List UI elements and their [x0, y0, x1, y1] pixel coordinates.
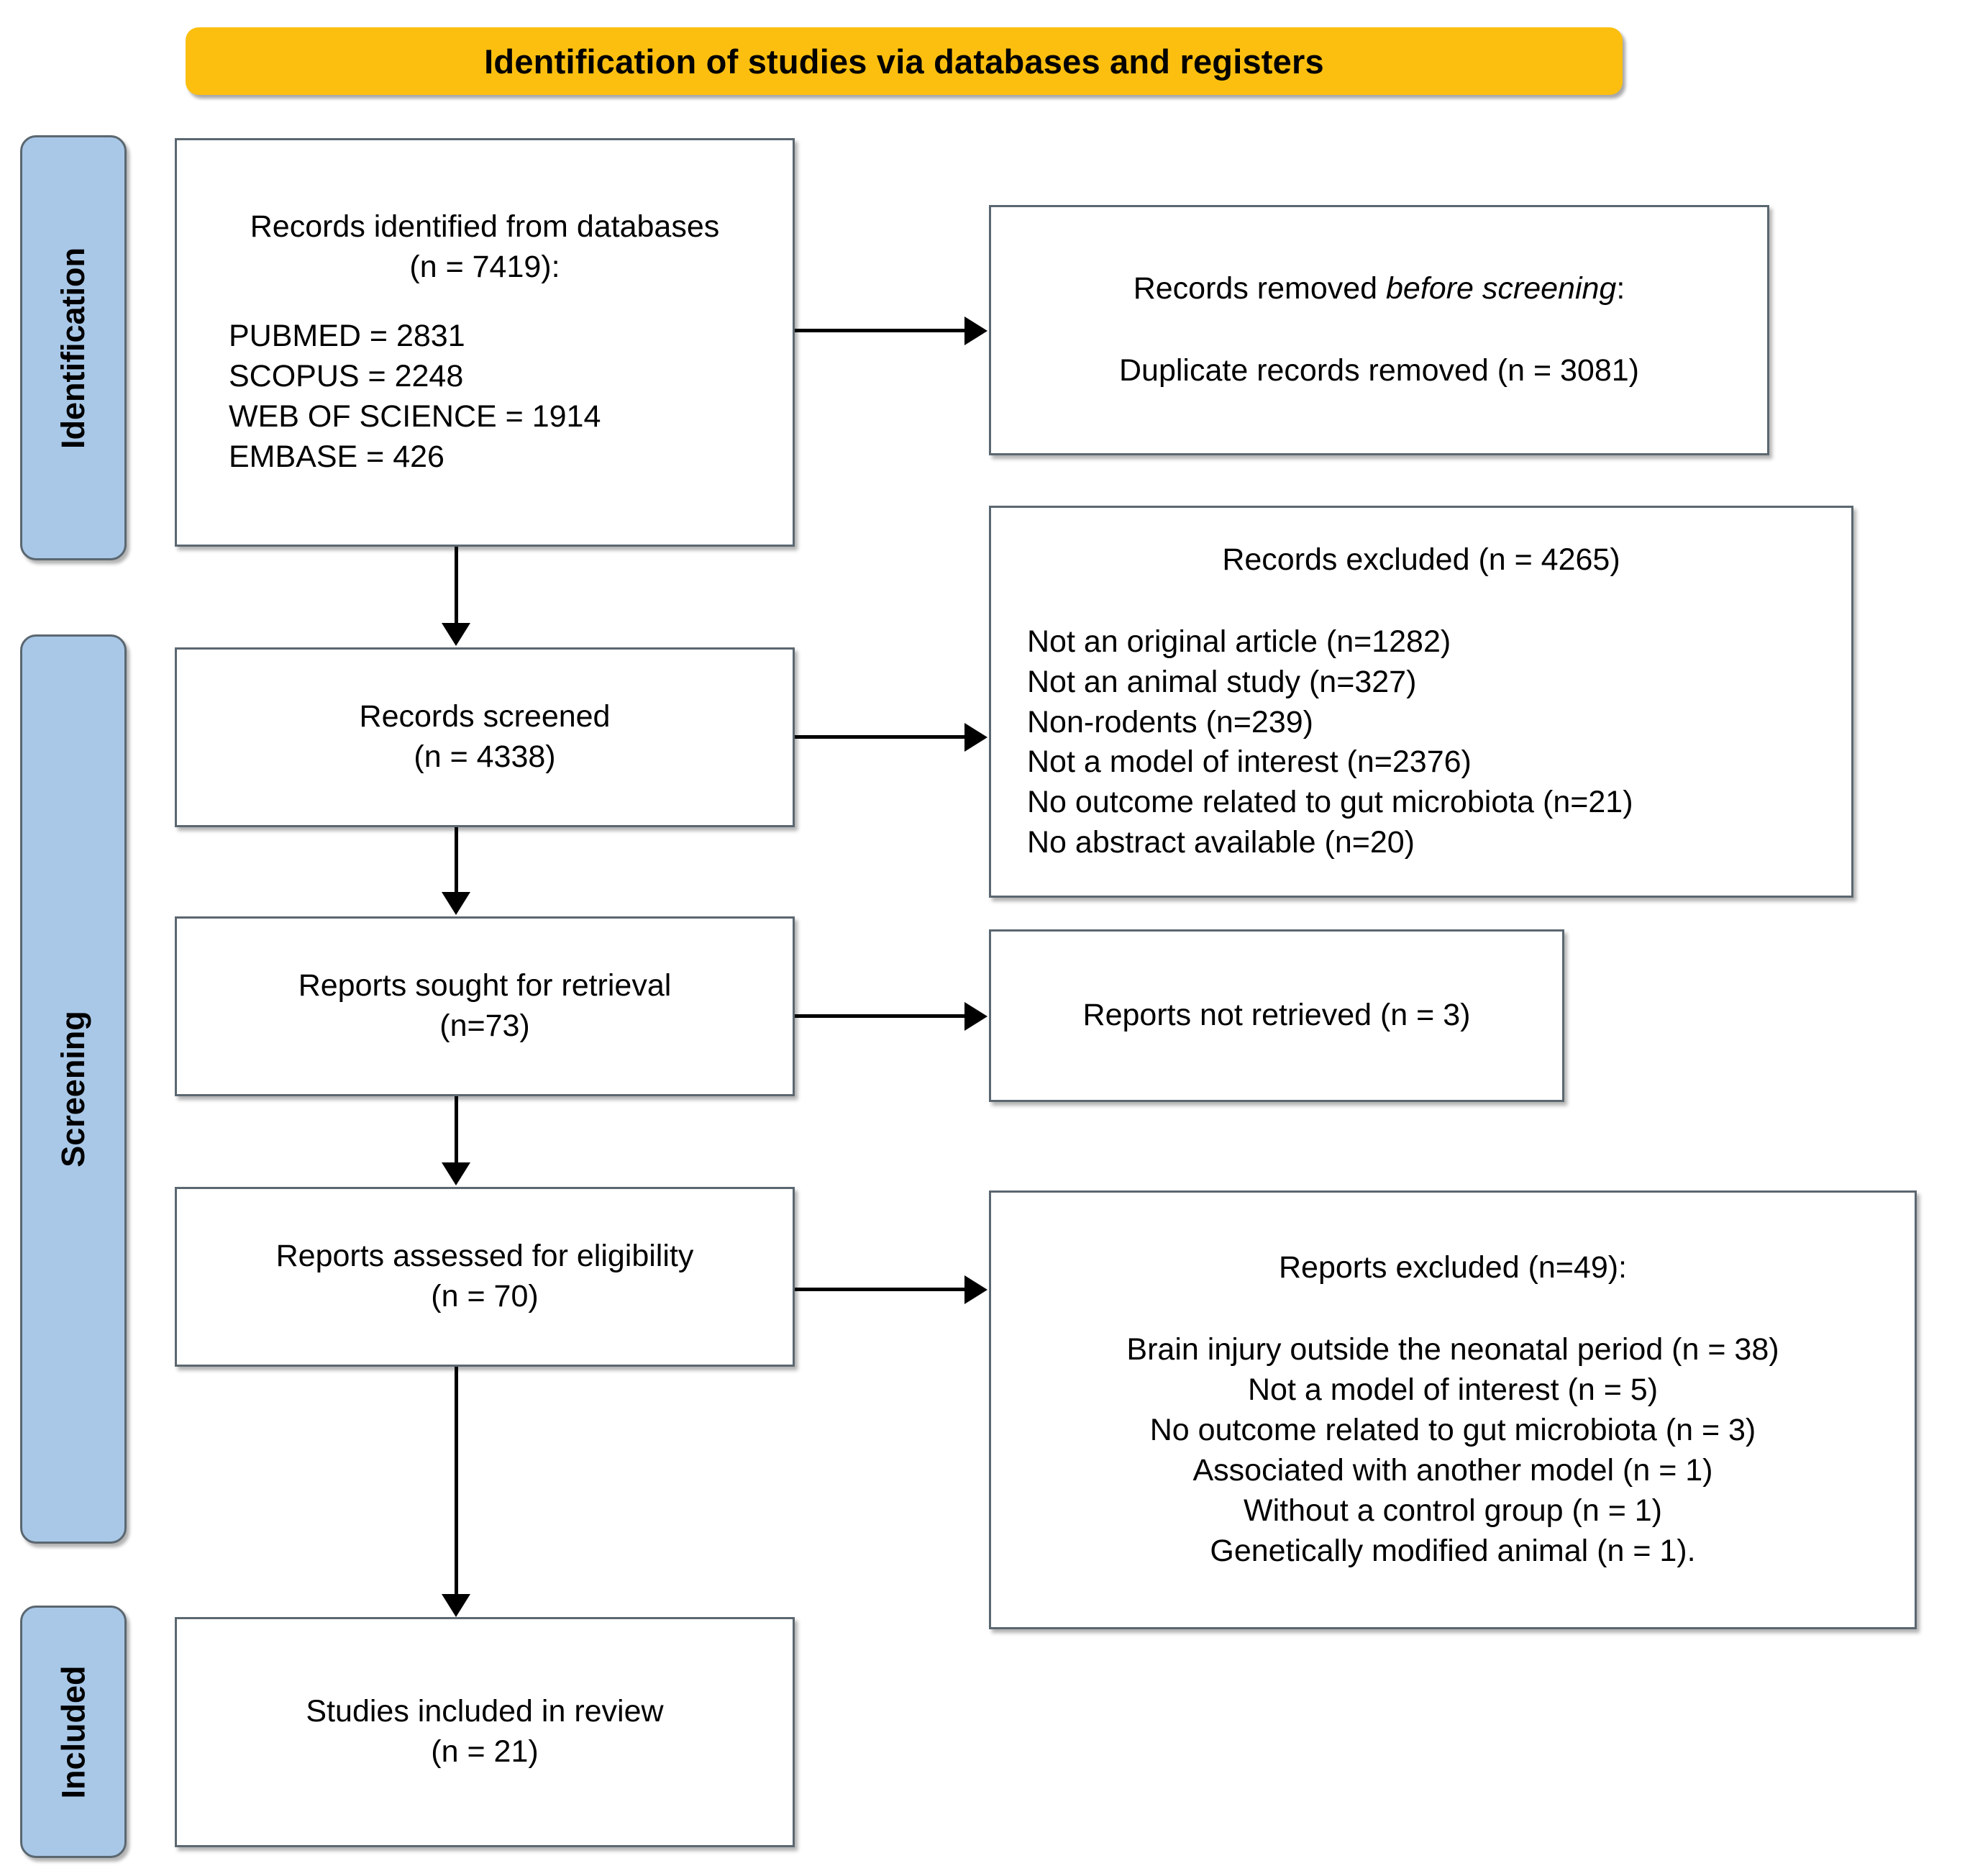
records-removed-lead-tail: :: [1616, 271, 1625, 306]
exclusion-reason: Not an animal study (n=327): [1027, 664, 1417, 699]
connector-screened-to-records-excluded: [795, 735, 966, 739]
report-exclusion-reason: No outcome related to gut microbiota (n …: [1149, 1413, 1756, 1448]
arrowhead-right-removed: [964, 317, 988, 345]
report-exclusion-reason: Not a model of interest (n = 5): [1247, 1372, 1659, 1408]
box-studies-included: Studies included in review (n = 21): [175, 1617, 795, 1847]
spacer: [1010, 309, 1748, 351]
arrowhead-down-screened: [442, 623, 470, 646]
spacer: [196, 288, 774, 317]
source-embase: EMBASE = 426: [229, 439, 444, 474]
box-records-removed: Records removed before screening: Duplic…: [989, 205, 1769, 455]
stage-label-included: Included: [20, 1606, 127, 1858]
arrowhead-down-assessed: [442, 1162, 470, 1185]
records-identified-count: (n = 7419):: [409, 250, 560, 285]
stage-label-included-text: Included: [55, 1665, 92, 1799]
connector-assessed-to-included: [455, 1367, 458, 1595]
box-reports-sought: Reports sought for retrieval (n=73): [175, 916, 795, 1096]
arrowhead-down-included: [442, 1594, 470, 1617]
source-scopus: SCOPUS = 2248: [229, 359, 464, 393]
reports-assessed-label: Reports assessed for eligibility: [275, 1239, 694, 1274]
report-exclusion-reason: Brain injury outside the neonatal period…: [1126, 1332, 1779, 1367]
studies-included-label: Studies included in review: [306, 1694, 664, 1729]
reports-not-retrieved-label: Reports not retrieved (n = 3): [1082, 998, 1471, 1033]
records-screened-count: (n = 4338): [414, 739, 556, 774]
stage-label-identification: Identification: [20, 135, 127, 560]
records-removed-heading: Records removed before screening:: [1010, 269, 1748, 309]
reports-sought-count: (n=73): [439, 1008, 530, 1043]
reports-assessed-count: (n = 70): [431, 1279, 539, 1313]
connector-identified-to-removed: [795, 329, 966, 332]
report-exclusion-reason: Associated with another model (n = 1): [1192, 1452, 1713, 1488]
records-identified-line1: Records identified from databases: [250, 209, 720, 245]
studies-included-count: (n = 21): [431, 1734, 539, 1769]
report-exclusion-reason: Genetically modified animal (n = 1).: [1210, 1533, 1696, 1568]
records-screened-label: Records screened: [359, 699, 611, 734]
exclusion-reason: Not a model of interest (n=2376): [1027, 745, 1472, 780]
box-records-identified: Records identified from databases (n = 7…: [175, 138, 795, 547]
connector-assessed-to-reports-excluded: [795, 1288, 966, 1291]
diagram-banner: Identification of studies via databases …: [186, 27, 1623, 95]
duplicate-records-removed: Duplicate records removed (n = 3081): [1118, 353, 1639, 388]
box-records-excluded: Records excluded (n = 4265) Not an origi…: [989, 506, 1853, 898]
source-web-of-science: WEB OF SCIENCE = 1914: [229, 399, 601, 434]
connector-sought-to-assessed: [455, 1096, 458, 1164]
exclusion-reason: No outcome related to gut microbiota (n=…: [1027, 785, 1633, 820]
arrowhead-right-records-excluded: [964, 723, 988, 752]
arrowhead-down-sought: [442, 892, 470, 915]
records-removed-lead: Records removed: [1133, 271, 1387, 306]
box-reports-not-retrieved: Reports not retrieved (n = 3): [989, 929, 1564, 1102]
source-pubmed: PUBMED = 2831: [229, 319, 465, 354]
box-records-screened: Records screened (n = 4338): [175, 647, 795, 827]
banner-title: Identification of studies via databases …: [484, 42, 1324, 81]
arrowhead-right-not-retrieved: [964, 1002, 988, 1031]
reports-excluded-heading: Reports excluded (n=49):: [1278, 1250, 1628, 1285]
box-reports-excluded: Reports excluded (n=49): Brain injury ou…: [989, 1190, 1917, 1629]
stage-label-identification-text: Identification: [55, 247, 91, 449]
spacer: [1010, 1288, 1896, 1330]
exclusion-reason: Non-rodents (n=239): [1027, 704, 1313, 739]
connector-sought-to-not-retrieved: [795, 1014, 966, 1018]
spacer: [1010, 580, 1833, 622]
stage-label-screening-text: Screening: [55, 1011, 92, 1167]
exclusion-reason: Not an original article (n=1282): [1027, 624, 1451, 659]
arrowhead-right-reports-excluded: [964, 1275, 988, 1304]
stage-label-screening: Screening: [20, 634, 127, 1544]
exclusion-reason: No abstract available (n=20): [1027, 825, 1415, 860]
reports-sought-label: Reports sought for retrieval: [298, 968, 672, 1003]
records-excluded-heading: Records excluded (n = 4265): [1222, 542, 1620, 577]
connector-identified-to-screened: [455, 547, 458, 624]
report-exclusion-reason: Without a control group (n = 1): [1244, 1493, 1662, 1528]
records-removed-lead-italic: before screening: [1386, 271, 1617, 306]
connector-screened-to-sought: [455, 827, 458, 893]
box-reports-assessed: Reports assessed for eligibility (n = 70…: [175, 1187, 795, 1367]
